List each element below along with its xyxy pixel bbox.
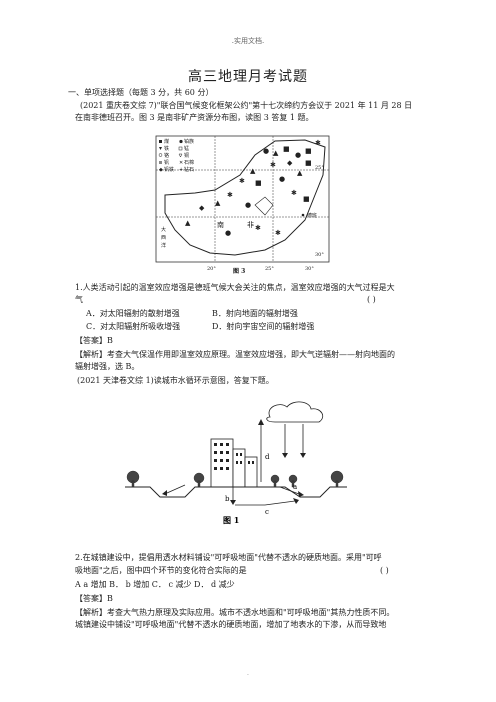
svg-text:✱: ✱	[275, 229, 281, 237]
legend-vanadium: 钒	[164, 159, 169, 166]
svg-text:■: ■	[255, 179, 262, 187]
svg-text:◆: ◆	[287, 159, 293, 167]
header-note: .实用文档.	[231, 37, 265, 45]
explanation1-line1: 【解析】考查大气保温作用即温室效应原理。温室效应增强，即大气逆辐射——射向地面的	[75, 350, 395, 359]
question2-bracket: ( )	[380, 566, 389, 575]
svg-text:■: ■	[305, 147, 312, 155]
svg-text:●: ●	[295, 151, 301, 159]
svg-text:●: ●	[279, 175, 285, 183]
svg-text:▲: ▲	[273, 149, 279, 157]
question2-options: A a 增加 B． b 增加 C． c 减少 D． d 减少	[75, 580, 235, 589]
legend-manganese: 锰	[184, 145, 189, 152]
legend-iron: 铁	[164, 145, 169, 152]
explanation2-line2: 城镇建设中铺设"可呼吸地面"代替不透水的硬质地面，增加了地表水的下渗，从而导致地	[75, 620, 387, 629]
map-label-25s: 25°	[315, 165, 324, 171]
svg-text:✱: ✱	[291, 189, 297, 197]
question1-intro-line1: (2021 重庆卷文综 7)"联合国气候变化框架公约"第十七次缔约方会议于 20…	[80, 101, 413, 110]
svg-text:●: ●	[263, 147, 269, 155]
q1-option-c: C．对太阳辐射所吸收增强	[86, 322, 181, 331]
legend-ferrovanadium: 钒铁	[164, 166, 174, 173]
svg-text:■: ■	[283, 145, 290, 153]
svg-text:▲: ▲	[297, 169, 303, 177]
question1-bracket: ( )	[367, 295, 376, 304]
explanation2-line1: 【解析】考查大气热力原理及实际应用。城市不透水地面和"可呼吸地面"其热力性质不同…	[75, 608, 395, 617]
svg-text:✱: ✱	[255, 224, 261, 232]
legend-coal: 煤	[164, 138, 169, 145]
section-heading: 一、单项选择题（每题 3 分，共 60 分）	[68, 88, 214, 97]
footer-mark: .	[247, 670, 249, 677]
map-label-25e: 25°	[265, 266, 274, 272]
map-label-xi: 西	[161, 235, 166, 241]
label-c: c	[265, 508, 269, 516]
label-b: b	[225, 495, 230, 503]
answer2: 【答案】B	[75, 594, 113, 603]
question2-line1: 2.在城镇建设中，提倡用透水材料铺设"可呼吸地面"代替不透水的硬质地面。采用"可…	[75, 553, 382, 562]
map-label-debang: 德班	[307, 212, 317, 219]
map-caption: 图 3	[233, 267, 245, 275]
svg-text:▲: ▲	[215, 199, 221, 207]
svg-text:✱: ✱	[239, 177, 245, 185]
label-d: d	[265, 453, 270, 461]
cycle-caption: 图 1	[223, 515, 239, 525]
page-title: 高三地理月考试题	[188, 69, 308, 85]
svg-text:■: ■	[303, 195, 310, 203]
explanation1-line2: 辐射增强，选 B。	[75, 362, 140, 371]
south-africa-mineral-map: 煤 铂族 铁 锰 铬 铜 钒 ✕石棉 ◆钒铁 +钻石 ●▲■ ●■◆ ✱▲✱ ■…	[155, 135, 330, 275]
svg-text:◆: ◆	[199, 204, 205, 212]
svg-text:✱: ✱	[270, 161, 276, 169]
svg-text:+: +	[179, 167, 183, 173]
legend-asbestos: 石棉	[184, 159, 194, 166]
map-label-fei: 非	[247, 220, 254, 229]
q1-option-b: B．射向地面的辐射增强	[212, 309, 298, 318]
svg-text:■: ■	[305, 159, 312, 167]
map-label-yang: 洋	[161, 242, 166, 249]
legend-copper: 铜	[184, 152, 189, 159]
map-label-20e: 20°	[207, 266, 216, 272]
svg-text:✱: ✱	[227, 191, 233, 199]
question1-line2: 气	[75, 295, 83, 304]
svg-text:✕: ✕	[179, 160, 183, 166]
svg-text:●: ●	[245, 201, 251, 209]
map-label-30e: 30°	[305, 266, 314, 272]
svg-text:▲: ▲	[185, 219, 191, 227]
svg-text:✱: ✱	[315, 139, 321, 147]
legend-chromium: 铬	[164, 152, 169, 159]
question1-line1: 1.人类活动引起的温室效应增强是德班气候大会关注的焦点，温室效应增强的大气过程是…	[75, 283, 395, 292]
question2-intro: (2021 天津卷文综 1)读城市水循环示意图，答复下题。	[77, 376, 274, 385]
svg-text:◆: ◆	[159, 167, 163, 173]
map-label-da: 大	[161, 226, 166, 233]
question1-intro-line2: 在南非德班召开。图 3 是南非矿产资源分布图，读图 3 答复 1 题。	[75, 113, 314, 122]
legend-diamond: 钻石	[184, 166, 194, 173]
map-label-nan: 南	[217, 220, 224, 229]
q1-option-a: A．对太阳辐射的散射增强	[86, 309, 180, 318]
svg-text:●: ●	[225, 229, 231, 237]
label-a: a	[293, 483, 297, 491]
urban-water-cycle-diagram: d a b	[125, 401, 347, 525]
q1-option-d: D．射向宇宙空间的辐射增强	[212, 322, 315, 331]
svg-text:▲: ▲	[250, 167, 256, 175]
map-label-30s: 30°	[315, 252, 324, 258]
legend-platinum: 铂族	[184, 138, 194, 145]
answer1: 【答案】B	[75, 336, 113, 345]
question2-line2: 吸地面"之后，图中四个环节的变化符合实际的是	[75, 566, 247, 575]
